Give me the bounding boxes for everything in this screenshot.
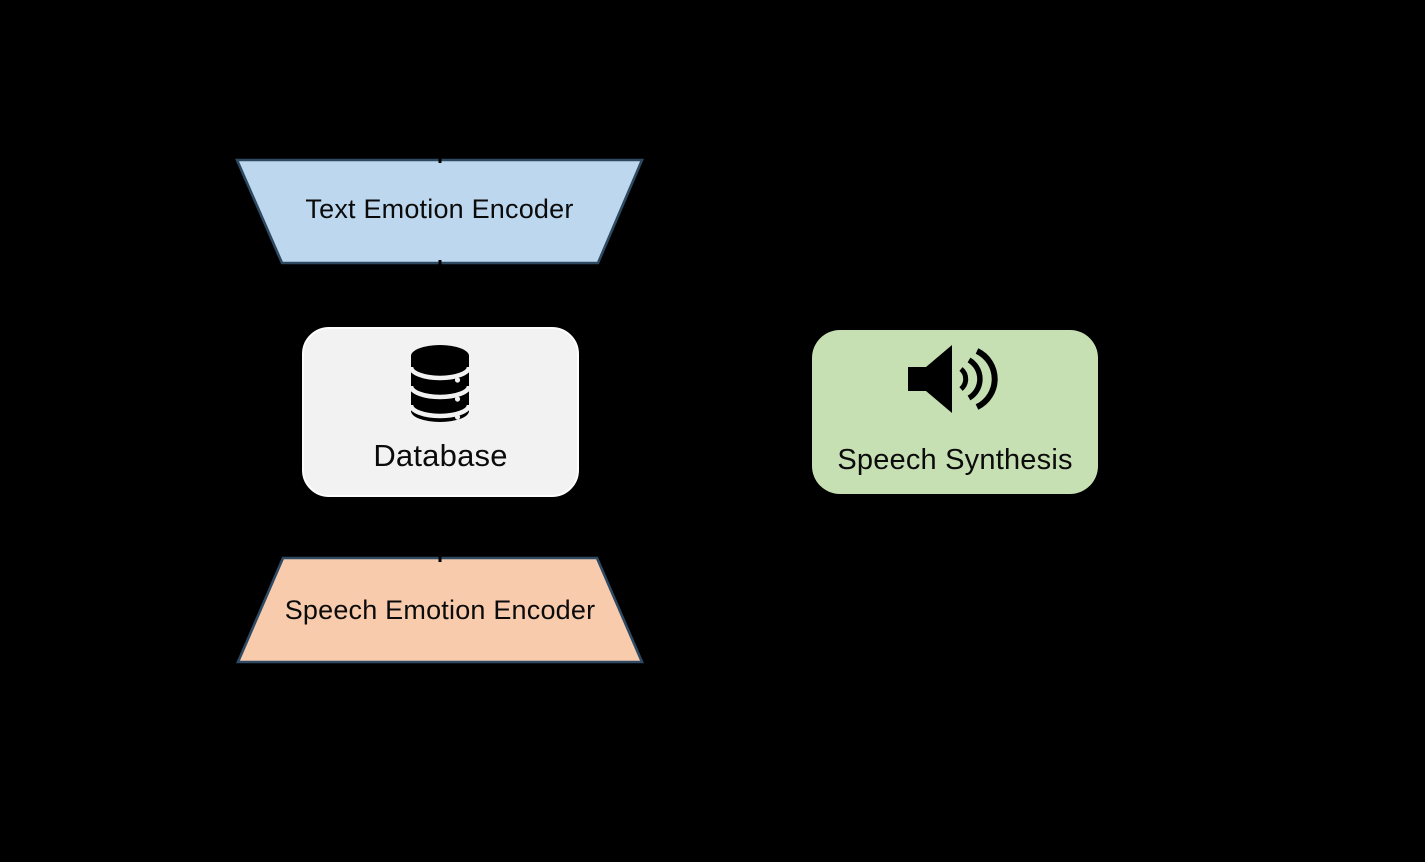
database-icon-dot — [454, 414, 461, 420]
speaker-icon — [908, 345, 998, 413]
speaker-icon-wave — [967, 357, 983, 401]
database-icon-dot — [454, 377, 461, 383]
speech-emotion-encoder-label: Speech Emotion Encoder — [284, 595, 596, 625]
speech-synthesis-label: Speech Synthesis — [837, 444, 1073, 476]
text-emotion-encoder-shape — [235, 158, 644, 265]
speaker-icon-wave — [975, 348, 998, 410]
database-label: Database — [373, 438, 508, 473]
speaker-icon-horn — [908, 345, 952, 413]
speech-emotion-encoder-shape — [236, 556, 644, 664]
text-emotion-encoder-label: Text Emotion Encoder — [305, 194, 574, 224]
database-icon-body — [411, 345, 469, 422]
speech-synthesis-box-shape — [812, 330, 1098, 494]
speaker-icon-wave — [959, 367, 969, 391]
database-icon-separator — [408, 404, 472, 419]
database-icon-separator — [408, 385, 472, 400]
database-icon-separator — [408, 366, 472, 381]
database-icon — [408, 345, 472, 422]
database-icon-dot — [454, 396, 461, 402]
